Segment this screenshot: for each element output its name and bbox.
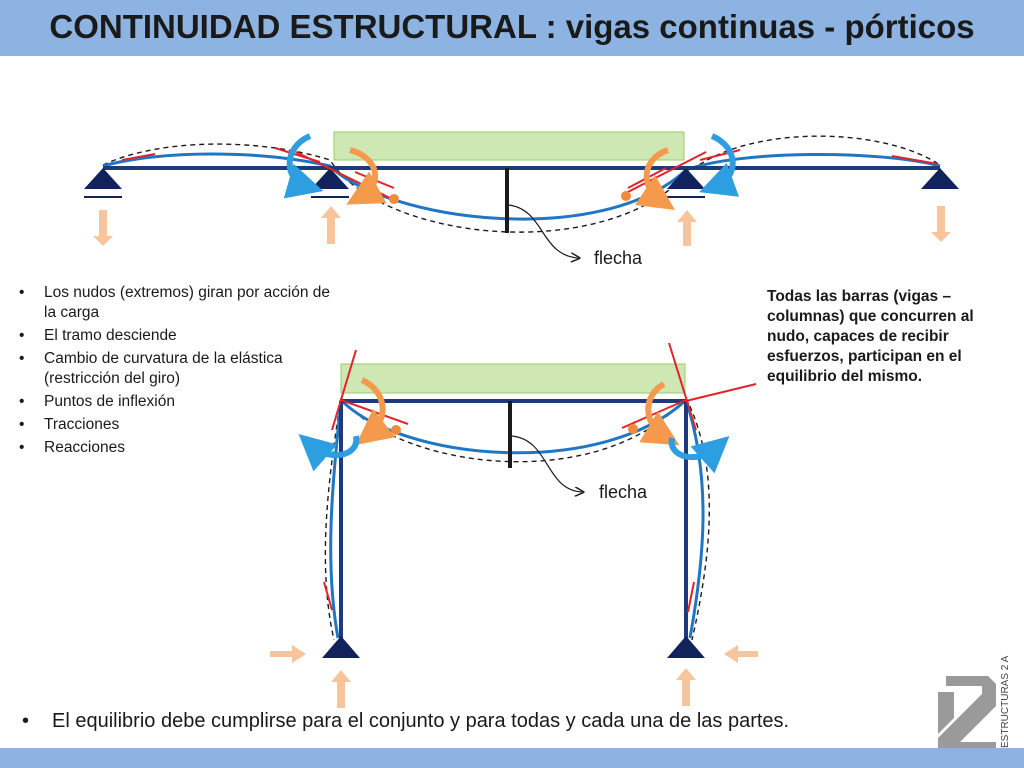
estructuras-logo-icon <box>938 676 996 748</box>
deflection-pointer-top <box>508 204 578 258</box>
bullet-list: Los nudos (extremos) giran por acción de… <box>14 283 344 461</box>
bullet-item: Cambio de curvatura de la elástica (rest… <box>19 349 344 389</box>
deflection-envelope-bottom <box>324 397 710 641</box>
support-frame-right <box>667 636 705 658</box>
summary-text: El equilibrio debe cumplirse para el con… <box>52 710 790 732</box>
distributed-load-bottom <box>340 363 686 394</box>
deflection-pointer-bottom <box>511 435 582 492</box>
portal-frame-diagram <box>270 342 758 708</box>
summary-statement: • El equilibrio debe cumplirse para el co… <box>22 706 942 736</box>
inflection-point-top-right <box>621 191 631 201</box>
footer-bar <box>0 748 1024 768</box>
page-title: CONTINUIDAD ESTRUCTURAL : vigas continua… <box>49 8 975 45</box>
rotation-arrow-blue-left <box>283 133 324 199</box>
inflection-point-top-left <box>389 194 399 204</box>
logo-text: ESTRUCTURAS 2 A <box>1000 655 1011 748</box>
support-4 <box>921 168 959 189</box>
rotation-arrow-blue-right <box>699 133 740 197</box>
bullet-item: Reacciones <box>19 438 344 458</box>
deflection-label-bottom: flecha <box>599 482 648 502</box>
distributed-load-top <box>333 131 685 161</box>
deflection-envelope-top <box>102 135 941 233</box>
support-2 <box>311 168 349 198</box>
bullet-item: El tramo desciende <box>19 326 344 346</box>
structural-diagram <box>84 131 996 748</box>
rotation-arrow-orange-left <box>346 147 387 205</box>
bullet-item: Los nudos (extremos) giran por acción de… <box>19 283 344 323</box>
bullet-item: Tracciones <box>19 415 344 435</box>
reaction-arrows-top <box>93 206 951 246</box>
reaction-arrows-bottom <box>270 645 758 708</box>
continuous-beam-diagram <box>84 131 959 258</box>
rotation-arrow-orange-right <box>635 147 675 210</box>
inflection-point-bottom-right <box>628 424 638 434</box>
rotation-arrow-orange-bottom-left <box>355 377 396 446</box>
support-frame-left <box>322 636 360 658</box>
header-bar <box>0 0 1024 56</box>
inflection-point-bottom-left <box>391 425 401 435</box>
rotation-arrow-orange-bottom-right <box>639 381 680 446</box>
rotation-arrow-blue-bottom-right <box>668 436 730 474</box>
deflection-label-top: flecha <box>594 248 643 268</box>
bullet-item: Puntos de inflexión <box>19 392 344 412</box>
summary-bullet: • <box>22 710 30 732</box>
elastic-curve-bottom <box>329 398 705 639</box>
support-1 <box>84 168 122 198</box>
equilibrium-note: Todas las barras (vigas – columnas) que … <box>767 288 974 385</box>
